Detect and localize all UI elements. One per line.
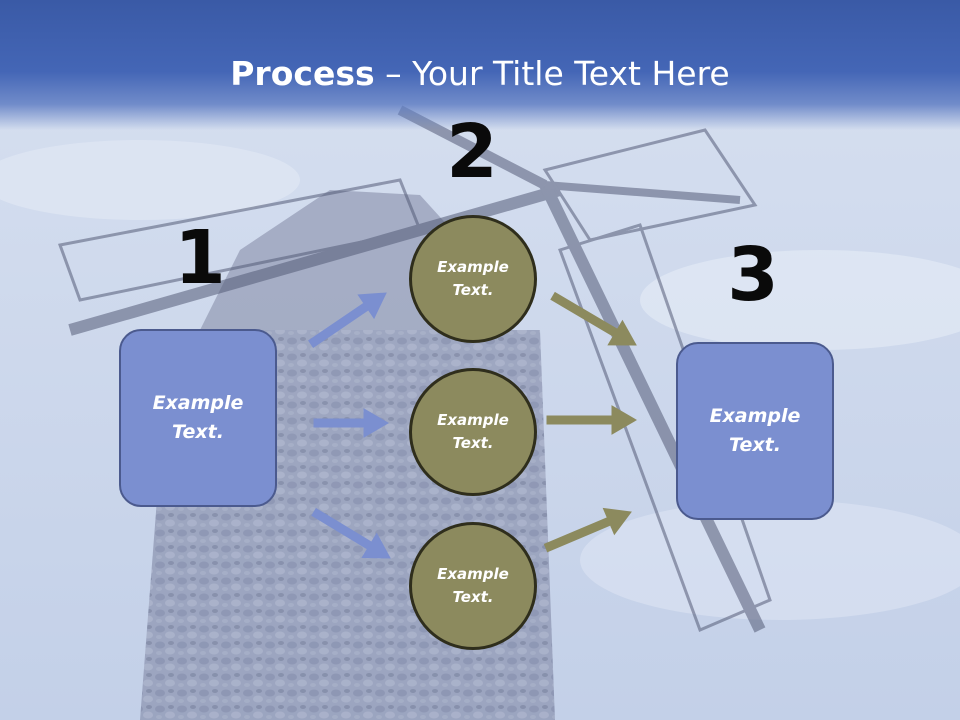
arrow-2-bottom-to-3 bbox=[543, 507, 632, 553]
arrow-2-top-to-3 bbox=[550, 291, 637, 346]
step-2-circle-top: Example Text. bbox=[409, 215, 537, 343]
slide-title: Process – Your Title Text Here bbox=[0, 54, 960, 94]
step-1-box: Example Text. bbox=[119, 329, 277, 507]
step-2-circle-bottom: Example Text. bbox=[409, 522, 537, 650]
step-2-circle-middle: Example Text. bbox=[409, 368, 537, 496]
title-band bbox=[0, 0, 960, 130]
title-rest: – Your Title Text Here bbox=[374, 54, 730, 93]
title-bold: Process bbox=[230, 54, 375, 93]
step-number-1: 1 bbox=[174, 215, 226, 301]
arrow-1-to-2-middle bbox=[313, 408, 389, 438]
arrow-1-to-2-top bbox=[308, 292, 387, 349]
arrow-2-middle-to-3 bbox=[546, 405, 637, 435]
step-3-box: Example Text. bbox=[676, 342, 834, 520]
arrow-1-to-2-bottom bbox=[311, 507, 391, 559]
step-number-3: 3 bbox=[727, 232, 779, 318]
step-number-2: 2 bbox=[446, 109, 498, 195]
